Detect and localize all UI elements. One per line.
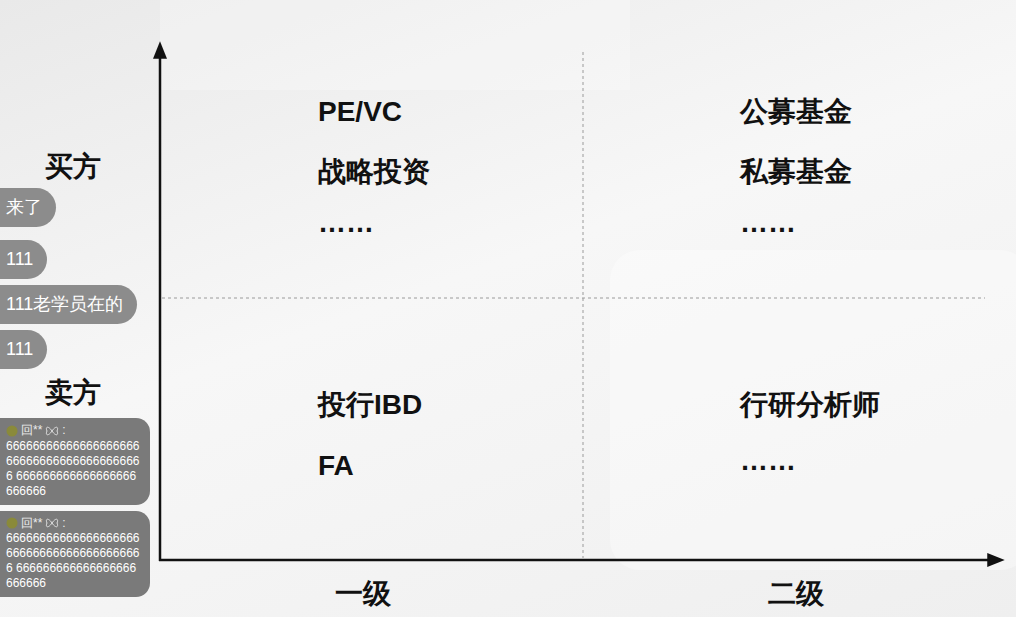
ellipsis: …… (740, 444, 796, 478)
chat-message: 6666666666666666666666666666666666666666… (6, 531, 142, 591)
axis-label: 一级 (335, 577, 391, 611)
quadrant-item: 公募基金 (740, 95, 852, 129)
chat-bubble: 回**:666666666666666666666666666666666666… (0, 418, 150, 505)
quadrant-item: 投行IBD (318, 388, 422, 422)
axis-label: 卖方 (45, 376, 101, 410)
x-axis (159, 559, 996, 562)
user-name: 回** (21, 516, 42, 532)
divider-line (162, 298, 985, 299)
axis-label: 买方 (45, 150, 101, 184)
chat-message: 来了 (6, 197, 42, 217)
separator: : (62, 516, 65, 532)
separator: : (62, 423, 65, 439)
avatar-icon (6, 425, 18, 437)
chat-header: 回**: (6, 423, 142, 439)
chat-bubble: 111 (0, 330, 47, 369)
quadrant-item: 行研分析师 (740, 388, 880, 422)
quadrant-item: 战略投资 (318, 155, 430, 189)
divider-line (583, 52, 584, 558)
chat-bubble: 来了 (0, 188, 56, 227)
avatar-icon (6, 517, 18, 529)
quadrant-item: PE/VC (318, 95, 402, 129)
background-shape (160, 0, 630, 90)
chat-header: 回**: (6, 516, 142, 532)
quadrant-item: 私募基金 (740, 155, 852, 189)
chat-bubble: 111老学员在的 (0, 285, 137, 324)
chat-message: 111 (6, 339, 33, 359)
ellipsis: …… (740, 206, 796, 240)
user-name: 回** (21, 423, 42, 439)
axis-label: 二级 (768, 577, 824, 611)
badge-icon (45, 425, 59, 437)
chat-bubble: 111 (0, 240, 47, 279)
chat-message: 111老学员在的 (6, 294, 123, 314)
chat-message: 6666666666666666666666666666666666666666… (6, 439, 142, 499)
y-axis (159, 50, 162, 561)
ellipsis: …… (318, 206, 374, 240)
badge-icon (45, 517, 59, 529)
chat-message: 111 (6, 249, 33, 269)
quadrant-item: FA (318, 449, 354, 483)
chat-bubble: 回**:666666666666666666666666666666666666… (0, 511, 150, 598)
